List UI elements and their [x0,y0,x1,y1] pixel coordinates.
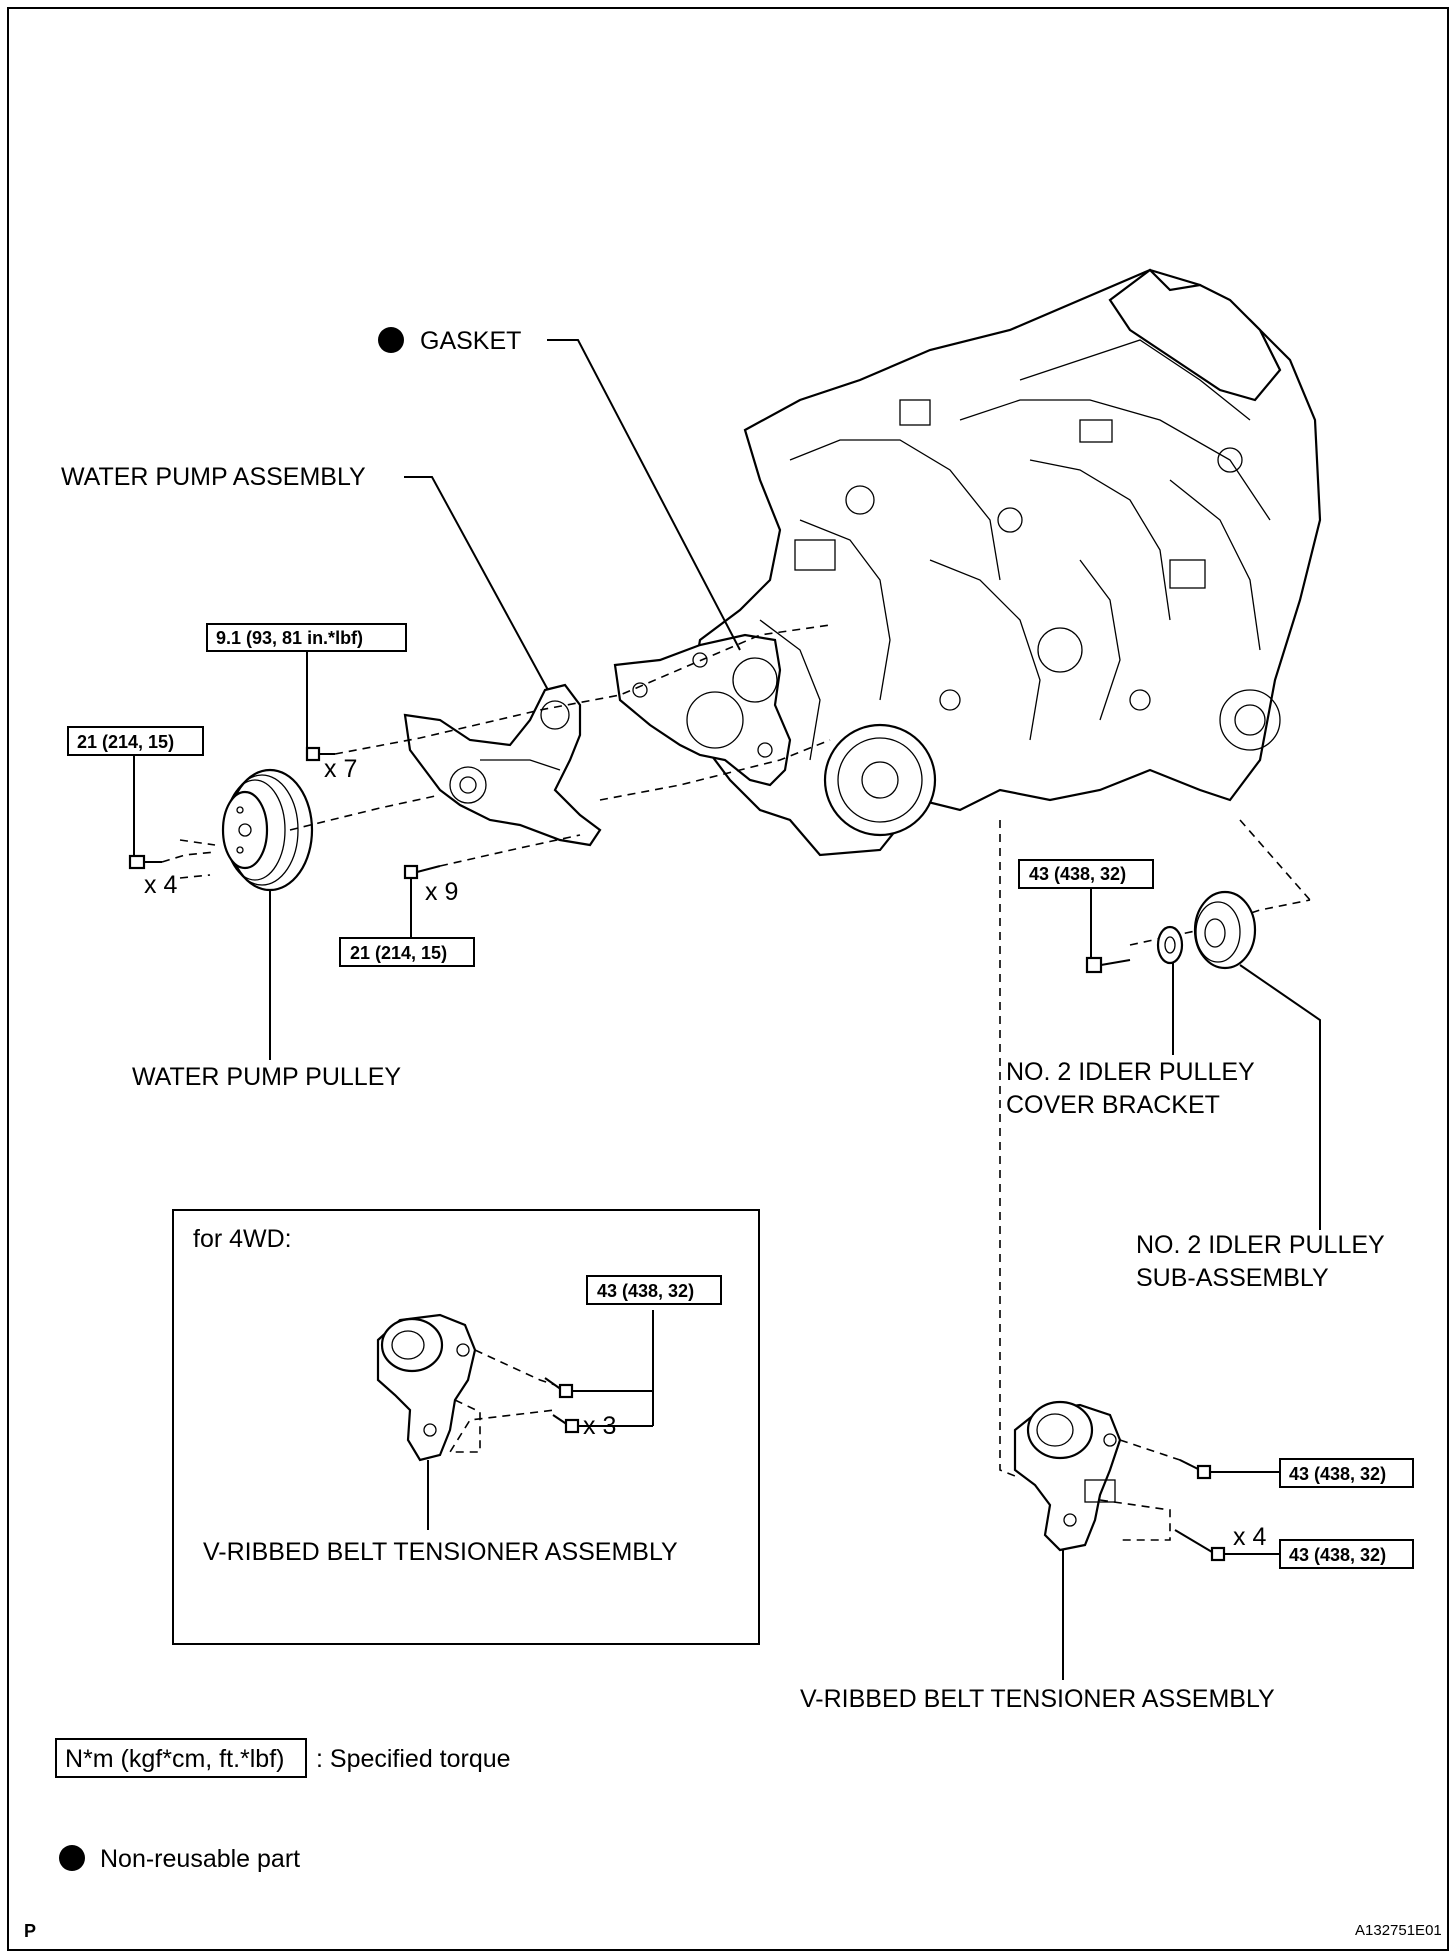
legend-torque-desc: : Specified torque [316,1745,511,1773]
water-pump-assembly-label: WATER PUMP ASSEMBLY [61,463,366,491]
idler-pulley-illustration [1193,890,1257,970]
qty-pump-lower-bolts: x 9 [425,878,458,906]
gasket-label: GASKET [420,327,521,355]
idler-cover-bracket-illustration [1156,925,1184,965]
pulley-bolt [128,854,162,870]
torque-box-tensioner-4wd [586,1275,722,1305]
footer-figure-id: A132751E01 [1355,1922,1442,1939]
legend-torque-unit: N*m (kgf*cm, ft.*lbf) [65,1745,284,1773]
water-pump-pulley-illustration [221,768,314,892]
torque-box-pulley-bolt [67,726,204,756]
qty-water-pump-bolts: x 7 [324,755,357,783]
idler-cover-bracket-label-line2: COVER BRACKET [1006,1091,1220,1119]
tensioner-4wd-illustration [376,1313,477,1462]
qty-tensioner-4wd-bolts: x 3 [583,1412,616,1440]
idler-cover-bracket-label-line1: NO. 2 IDLER PULLEY [1006,1058,1255,1086]
torque-water-pump-bolt: 9.1 (93, 81 in.*lbf) [216,628,363,648]
idler-bolt [1085,956,1131,974]
nonreusable-marker-gasket [378,327,404,353]
torque-pulley-bolt: 21 (214, 15) [77,732,174,752]
torque-box-water-pump-bolt [206,623,407,652]
nonreusable-marker-legend [59,1845,85,1871]
legend-torque-box [55,1738,307,1778]
inset-4wd-title: for 4WD: [193,1225,292,1253]
footer-page-letter: P [24,1921,36,1941]
torque-box-pump-lower-bolt [339,937,475,967]
qty-tensioner-lower-bolts: x 4 [1233,1523,1266,1551]
gasket-illustration [613,633,792,787]
torque-box-idler-bolt [1018,859,1154,889]
tensioner-main-illustration [1013,1400,1122,1552]
tensioner-lower-bolt [1174,1529,1226,1562]
water-pump-pulley-label: WATER PUMP PULLEY [132,1063,401,1091]
page-border [7,7,1449,1951]
torque-idler-bolt: 43 (438, 32) [1029,864,1126,884]
tensioner-4wd-bolts [544,1377,580,1434]
water-pump-bolt [305,746,335,762]
torque-pump-lower-bolt: 21 (214, 15) [350,943,447,963]
legend-nonreusable: Non-reusable part [100,1845,300,1873]
tensioner-main-label: V-RIBBED BELT TENSIONER ASSEMBLY [800,1685,1275,1713]
torque-box-tensioner-lower [1279,1539,1414,1569]
pump-lower-bolt [403,864,441,880]
inset-4wd-frame [172,1209,760,1645]
water-pump-illustration [403,683,602,847]
torque-tensioner-upper: 43 (438, 32) [1289,1464,1386,1484]
engine-block-illustration [688,268,1322,857]
idler-sub-assembly-label-line2: SUB-ASSEMBLY [1136,1264,1329,1292]
qty-pulley-bolts: x 4 [144,871,177,899]
torque-tensioner-4wd: 43 (438, 32) [597,1281,694,1301]
tensioner-4wd-label: V-RIBBED BELT TENSIONER ASSEMBLY [203,1538,678,1566]
torque-box-tensioner-upper [1279,1458,1414,1488]
idler-sub-assembly-label-line1: NO. 2 IDLER PULLEY [1136,1231,1385,1259]
torque-tensioner-lower: 43 (438, 32) [1289,1545,1386,1565]
tensioner-upper-bolt [1179,1459,1212,1480]
